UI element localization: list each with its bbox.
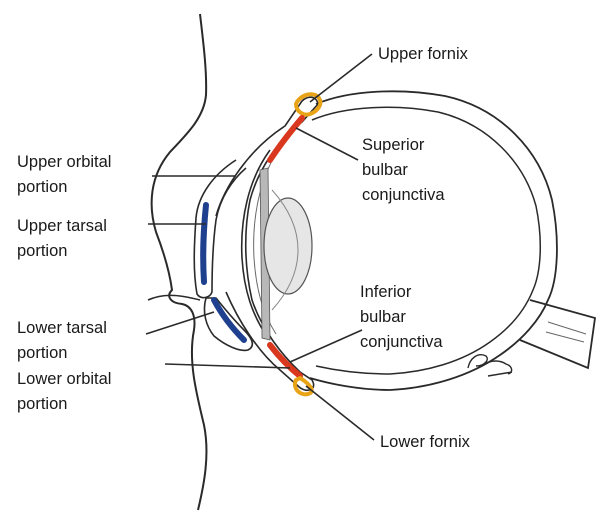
leader-lower-stub xyxy=(148,295,200,300)
label-lower-tarsal-portion: Lower tarsal portion xyxy=(17,319,111,362)
leader-lower-orbital xyxy=(165,364,290,368)
optic-nerve-detail xyxy=(546,322,586,342)
label-upper-fornix: Upper fornix xyxy=(378,45,469,63)
optic-nerve xyxy=(520,300,595,368)
leader-superior-bulbar xyxy=(296,128,358,160)
label-upper-orbital-portion: Upper orbital portion xyxy=(17,153,116,196)
inferior-bulbar-segment xyxy=(270,345,300,376)
face-profile-outline xyxy=(152,14,207,510)
label-lower-orbital-portion: Lower orbital portion xyxy=(17,370,116,413)
label-inferior-bulbar-conjunctiva: Inferior bulbar conjunctiva xyxy=(360,283,443,351)
label-upper-tarsal-portion: Upper tarsal portion xyxy=(17,217,111,260)
label-superior-bulbar-conjunctiva: Superior bulbar conjunctiva xyxy=(362,136,445,204)
artist-signature-mark xyxy=(468,355,512,376)
upper-tarsal-segment xyxy=(203,205,206,282)
leader-upper-fornix xyxy=(310,54,372,102)
label-lower-fornix: Lower fornix xyxy=(380,433,471,451)
leader-inferior-bulbar xyxy=(290,330,362,362)
leader-lower-fornix xyxy=(306,386,374,440)
leader-lower-tarsal xyxy=(146,312,214,334)
